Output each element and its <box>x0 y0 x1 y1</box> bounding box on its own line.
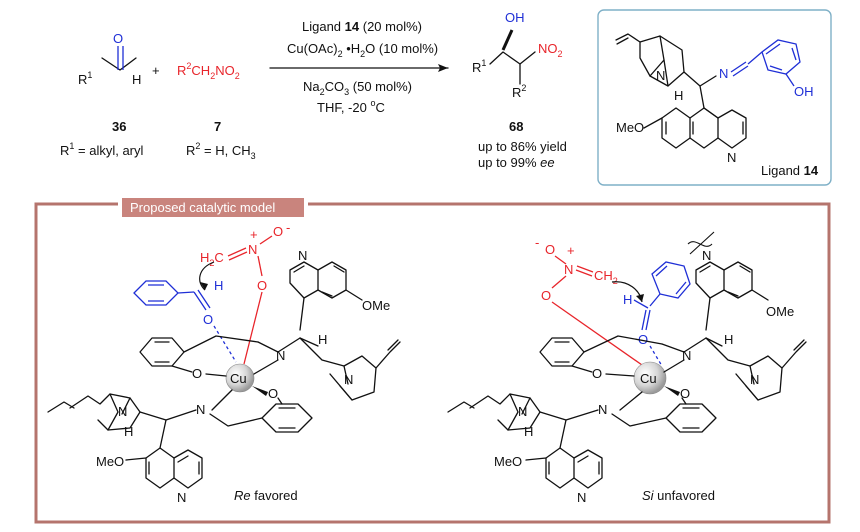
yield-text: up to 86% yield <box>478 139 567 154</box>
left-nitronate-n: N <box>248 242 257 257</box>
right-bicyclic-n-left: N <box>518 404 527 419</box>
condition-base: Na2CO3 (50 mol%) <box>303 79 412 97</box>
model-tag <box>122 198 304 217</box>
model-tag-text: Proposed catalytic model <box>130 200 275 215</box>
product-r1: R1 <box>472 58 486 75</box>
right-imine-n: N <box>598 402 607 417</box>
right-o-cu-contact <box>551 301 653 373</box>
condition-ligand: Ligand 14 (20 mol%) <box>302 19 422 34</box>
right-cu-sphere <box>633 361 667 395</box>
left-ome: OMe <box>362 298 390 313</box>
model-left: H2C N + O - O H O N OMe N H N <box>47 220 401 505</box>
right-bicyclic-n-right: N <box>750 372 759 387</box>
product-wedge <box>501 29 514 51</box>
product-no2: NO2 <box>538 41 563 59</box>
left-bicyclic-n-left: N <box>118 404 127 419</box>
ligand-frame <box>597 9 832 186</box>
left-imine-n: N <box>196 402 205 417</box>
right-o-left: O <box>592 366 602 381</box>
right-nitronate-o-minus: - <box>535 235 539 250</box>
right-h-left: H <box>524 424 533 439</box>
ligand-imine-n: N <box>719 66 728 81</box>
ligand-bicyclic-n: N <box>656 68 665 83</box>
right-meo: MeO <box>494 454 522 469</box>
right-amine-n: N <box>682 348 691 363</box>
model-right: - O + N CH2 O H O N OMe N H <box>447 231 807 505</box>
left-aldehyde-h: H <box>214 278 223 293</box>
aldehyde-r1: R1 <box>78 70 92 87</box>
label-compound-36: 36 <box>112 119 126 134</box>
aldehyde-oxygen: O <box>113 31 123 46</box>
left-nitronate-nplus: + <box>250 227 258 242</box>
left-aldehyde-o: O <box>203 312 213 327</box>
left-h-left: H <box>124 424 133 439</box>
left-nitronate-h2c: H2C <box>200 250 224 268</box>
product-r2: R2 <box>512 83 526 100</box>
left-bicyclic-n-right: N <box>344 372 353 387</box>
label-compound-7: 7 <box>214 119 221 134</box>
r1-definition: R1 = alkyl, aryl <box>60 141 144 158</box>
left-o-left: O <box>192 366 202 381</box>
right-aldehyde-o: O <box>638 332 648 347</box>
right-nitronate-o-low: O <box>541 288 551 303</box>
right-cu: Cu <box>640 371 657 386</box>
ligand-caption: Ligand 14 <box>761 163 819 178</box>
right-nitronate-o-top: O <box>545 242 555 257</box>
right-nitronate-n: N <box>564 262 573 277</box>
left-nitronate-o-top: O <box>273 224 283 239</box>
right-h-right: H <box>724 332 733 347</box>
left-nitronate-o-minus: - <box>286 220 290 235</box>
ligand-meo: MeO <box>616 120 644 135</box>
aldehyde-36: O R1 H <box>78 31 141 87</box>
left-o-cu-contact <box>243 291 263 365</box>
model-frame <box>34 202 831 524</box>
left-nitronate-o-low: O <box>257 278 267 293</box>
left-curved-arrow <box>199 261 215 291</box>
nitroalkane-formula: R2CH2NO2 <box>177 61 240 81</box>
product-68: OH NO2 R1 R2 <box>472 10 563 100</box>
steric-clash-mark <box>687 231 715 255</box>
right-quinoline-n: N <box>702 248 711 263</box>
reaction-conditions: Ligand 14 (20 mol%) Cu(OAc)2 •H2O (10 mo… <box>269 19 449 115</box>
condition-solvent: THF, -20 oC <box>317 98 385 115</box>
left-amine-n: N <box>276 348 285 363</box>
ligand-oh: OH <box>794 84 814 99</box>
left-o-right: O <box>268 386 278 401</box>
ligand-h: H <box>674 88 683 103</box>
arrow-head <box>438 64 448 72</box>
right-nitronate-ch2: CH2 <box>594 268 618 286</box>
left-caption: Re favored <box>234 488 298 503</box>
left-meo: MeO <box>96 454 124 469</box>
product-oh: OH <box>505 10 525 25</box>
ligand-quinoline-n: N <box>727 150 736 165</box>
ee-text: up to 99% ee <box>478 155 555 170</box>
left-h-right: H <box>318 332 327 347</box>
right-ome: OMe <box>766 304 794 319</box>
left-cu-sphere <box>225 363 255 393</box>
condition-copper: Cu(OAc)2 •H2O (10 mol%) <box>287 41 438 59</box>
ligand-14-structure: N H N OH N MeO Ligand 14 <box>615 33 819 178</box>
right-nitronate-nplus: + <box>567 243 575 258</box>
r2-definition: R2 = H, CH3 <box>186 141 256 161</box>
right-aldehyde-h: H <box>623 292 632 307</box>
right-caption: Si unfavored <box>642 488 715 503</box>
left-quinoline-n2: N <box>177 490 186 505</box>
aldehyde-h: H <box>132 72 141 87</box>
label-compound-68: 68 <box>509 119 523 134</box>
right-quinoline-n2: N <box>577 490 586 505</box>
left-cu: Cu <box>230 371 247 386</box>
nitroalkane-7: R2CH2NO2 <box>177 61 240 81</box>
left-quinoline-n: N <box>298 248 307 263</box>
plus-sign: + <box>152 63 160 78</box>
right-o-right: O <box>680 386 690 401</box>
